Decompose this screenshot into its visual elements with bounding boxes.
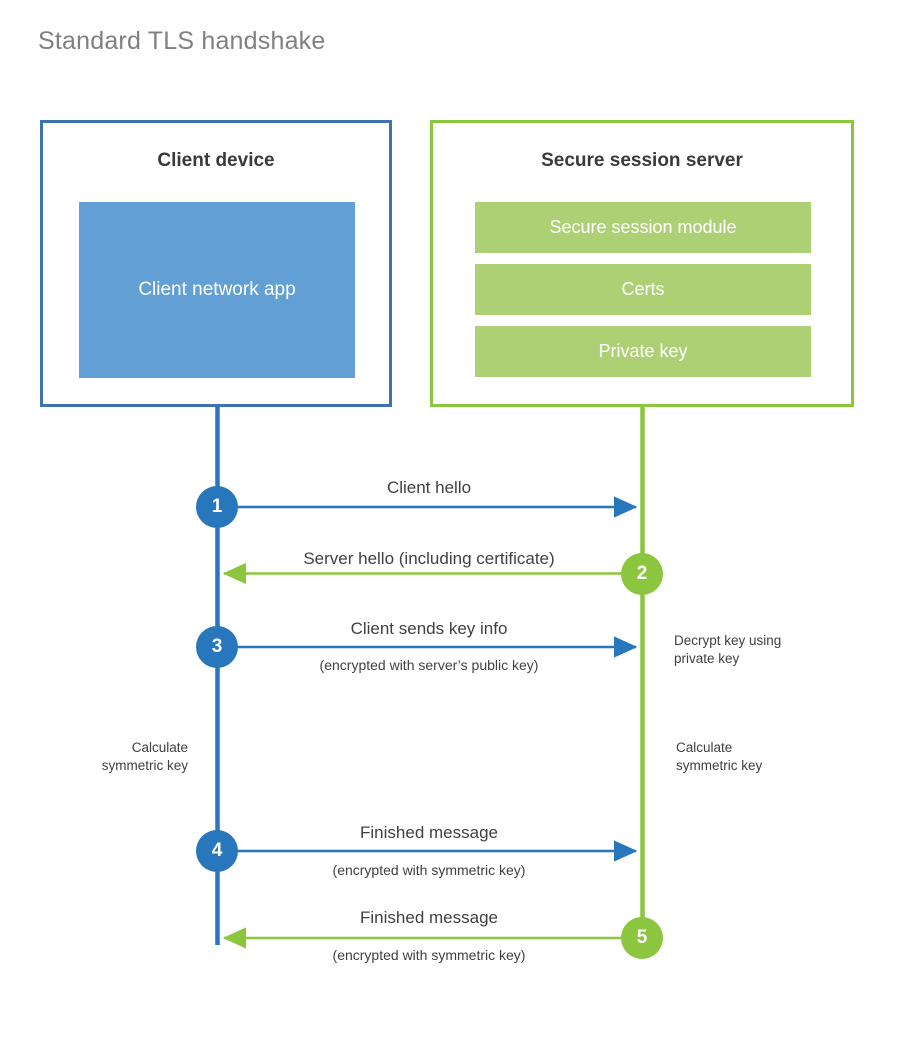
secure-session-server-box: Secure session server Secure session mod… (430, 120, 854, 407)
client-device-title: Client device (157, 150, 275, 171)
message-label-step-3: Client sends key info (350, 619, 508, 638)
step-badge-2[interactable]: 2 (621, 553, 663, 595)
message-label-step-5: Finished message (360, 908, 498, 927)
message-sublabel-step-5: (encrypted with symmetric key) (332, 947, 526, 963)
server-module-private-key: Private key (475, 326, 811, 377)
server-module-secure-session: Secure session module (475, 202, 811, 253)
message-sublabel-step-4: (encrypted with symmetric key) (332, 862, 526, 878)
client-device-box: Client device Client network app (40, 120, 392, 407)
secure-session-server-title: Secure session server (541, 150, 743, 171)
message-label-step-4: Finished message (360, 823, 498, 842)
annotation-server-calculate-symmetric-key: Calculate symmetric key (676, 740, 763, 774)
step-badge-5[interactable]: 5 (621, 917, 663, 959)
server-modules-list: Secure session module Certs Private key (475, 202, 811, 377)
message-label-step-2: Server hello (including certificate) (303, 549, 555, 568)
annotation-client-calculate-symmetric-key: Calculate symmetric key (101, 740, 188, 774)
step-badge-3[interactable]: 3 (196, 626, 238, 668)
annotation-server-decrypt: Decrypt key using private key (674, 633, 782, 667)
server-module-certs: Certs (475, 264, 811, 315)
step-badge-1[interactable]: 1 (196, 486, 238, 528)
message-sublabel-step-3: (encrypted with server’s public key) (319, 657, 539, 673)
client-network-app-block: Client network app (79, 202, 355, 378)
message-label-step-1: Client hello (386, 478, 472, 497)
step-badge-4[interactable]: 4 (196, 830, 238, 872)
page-title: Standard TLS handshake (38, 27, 326, 55)
